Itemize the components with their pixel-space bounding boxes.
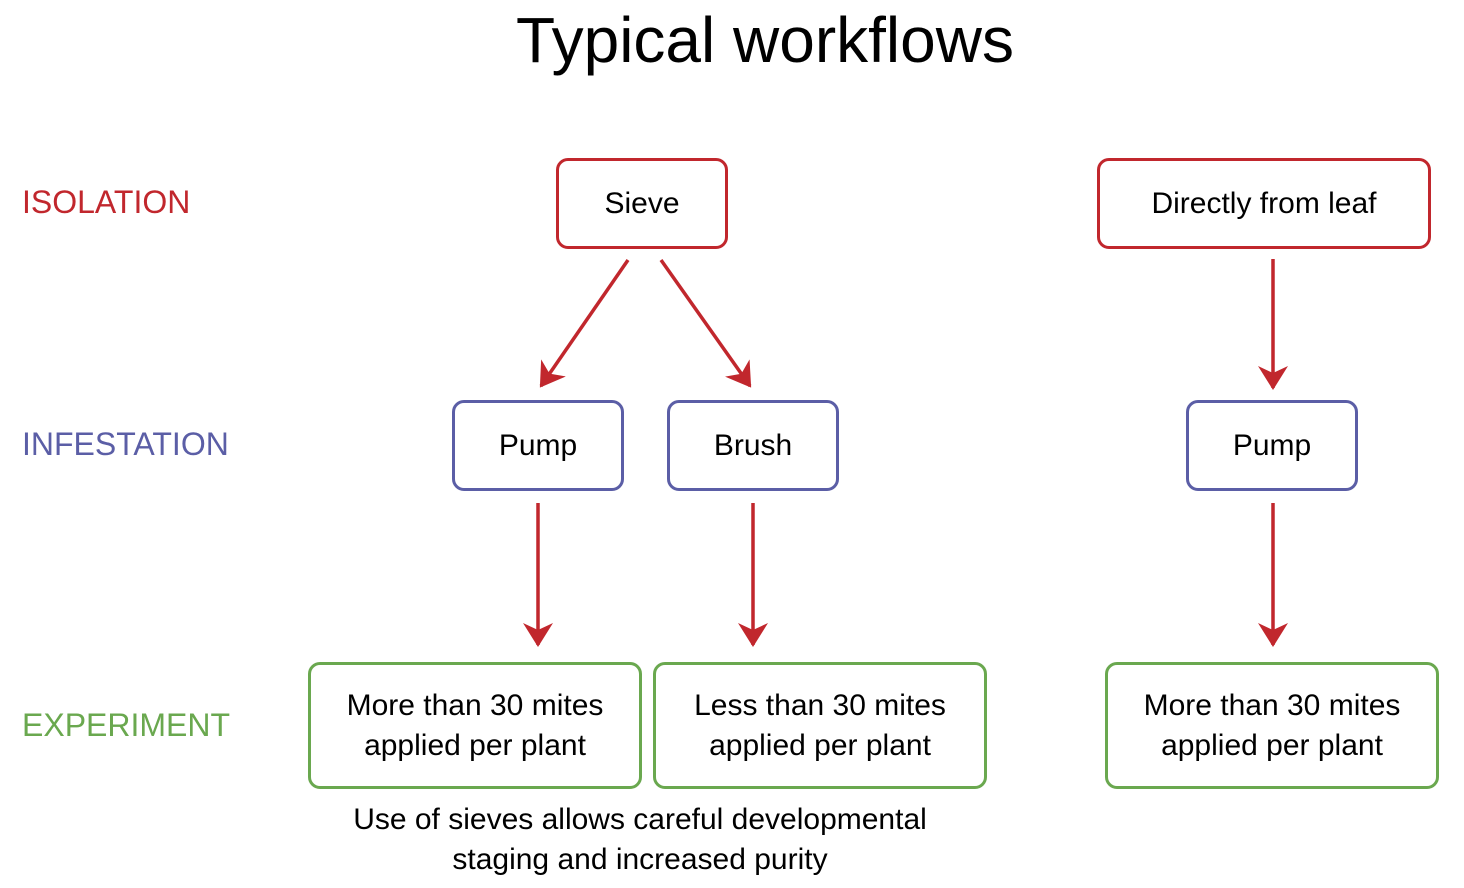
node-brush: Brush [667, 400, 839, 491]
row-label-isolation: ISOLATION [22, 184, 191, 220]
node-experiment-2: Less than 30 mites applied per plant [653, 662, 987, 789]
diagram-title: Typical workflows [516, 4, 1014, 76]
node-pump-2-label: Pump [1232, 428, 1312, 462]
node-experiment-2-line2: applied per plant [709, 728, 931, 762]
node-sieve-label: Sieve [604, 186, 680, 220]
arrow-sieve-to-pump [539, 259, 630, 388]
node-directly-from-leaf: Directly from leaf [1097, 158, 1431, 249]
node-experiment-3: More than 30 mites applied per plant [1105, 662, 1439, 789]
sieve-note-line1: Use of sieves allows careful development… [353, 803, 927, 836]
node-experiment-2-line1: Less than 30 mites [694, 688, 946, 722]
node-experiment-3-line2: applied per plant [1161, 728, 1383, 762]
sieve-note-line2: staging and increased purity [452, 843, 828, 876]
node-brush-label: Brush [713, 428, 793, 462]
node-experiment-1-line2: applied per plant [364, 728, 586, 762]
node-experiment-3-line1: More than 30 mites [1143, 688, 1401, 722]
node-experiment-1-line1: More than 30 mites [346, 688, 604, 722]
arrow-sieve-to-brush [659, 258, 752, 388]
row-label-experiment: EXPERIMENT [22, 707, 231, 743]
sieve-note: Use of sieves allows careful development… [300, 800, 980, 880]
node-pump-2: Pump [1186, 400, 1358, 491]
node-sieve: Sieve [556, 158, 728, 249]
node-pump-1-label: Pump [498, 428, 578, 462]
row-label-infestation: INFESTATION [22, 426, 229, 462]
node-directly-from-leaf-label: Directly from leaf [1151, 186, 1377, 220]
node-experiment-1: More than 30 mites applied per plant [308, 662, 642, 789]
node-pump-1: Pump [452, 400, 624, 491]
